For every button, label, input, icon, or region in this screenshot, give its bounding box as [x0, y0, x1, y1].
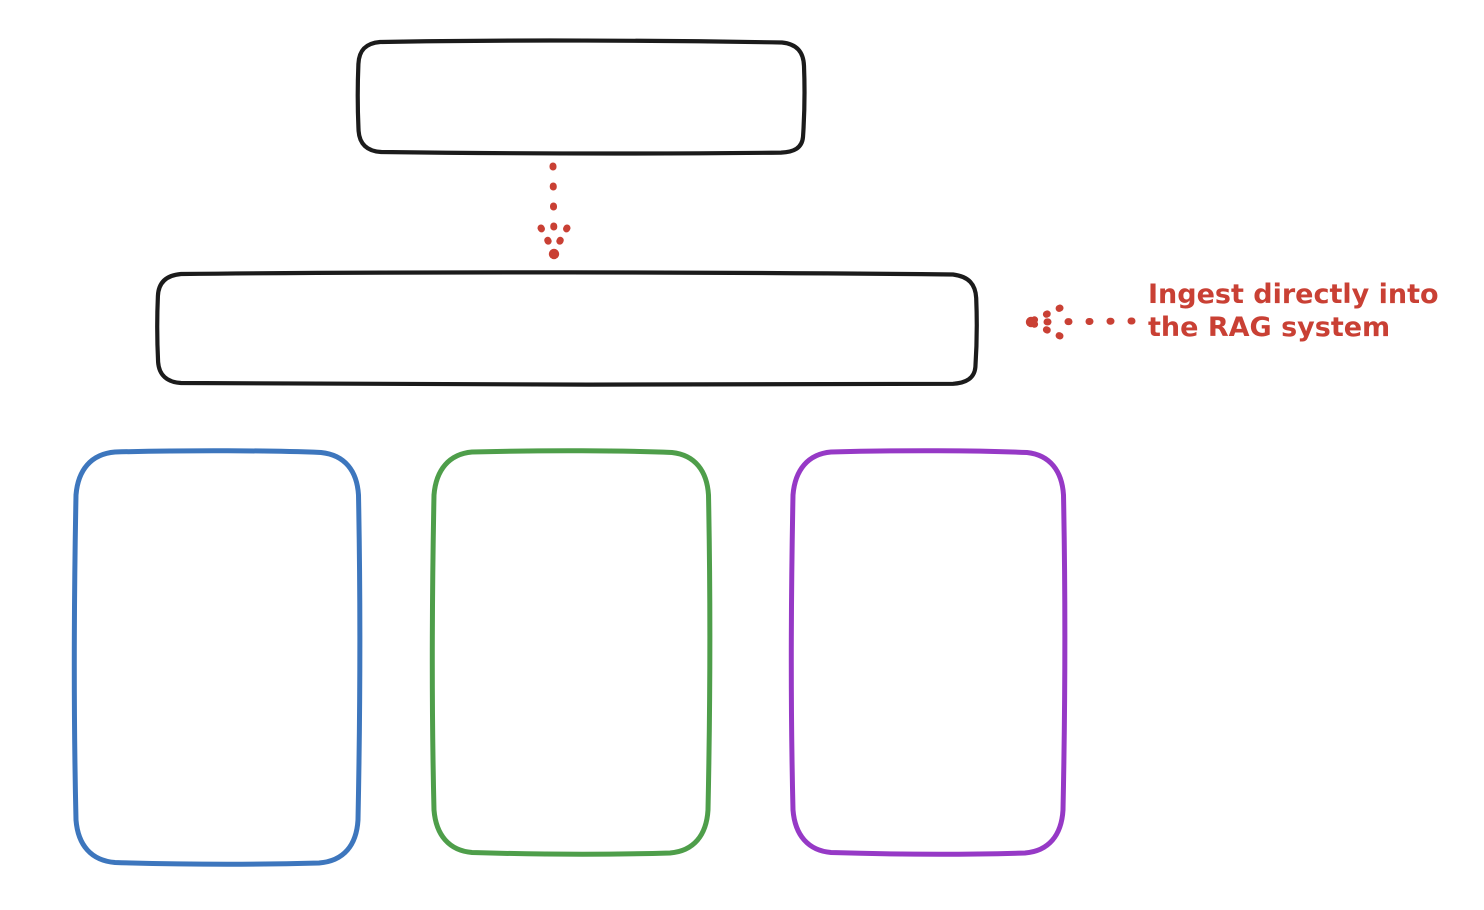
annotation-ingest: Ingest directly into the RAG system — [1148, 279, 1439, 343]
node-key-value-io-label: KeyValueIO (set_key, delete_key, get) Ke… — [456, 566, 683, 738]
node-rag-tool[interactable]: RAG Tool — [155, 270, 979, 387]
node-agent[interactable]: AGENT — [355, 38, 807, 156]
node-vector-io-label: VectorIO (insert_chunks, delete_chunks, … — [108, 554, 325, 761]
node-rag-tool-label: RAG Tool — [508, 312, 626, 343]
node-relational-io[interactable]: RelationalIO (insert_sql, query_sql) SQL… — [787, 448, 1068, 857]
edge-agent-to-rag-tool — [537, 162, 571, 260]
node-relational-io-label: RelationalIO (insert_sql, query_sql) SQL… — [839, 566, 1014, 738]
node-key-value-io[interactable]: KeyValueIO (set_key, delete_key, get) Ke… — [428, 448, 713, 857]
edge-ingest-to-rag-tool — [1025, 304, 1136, 340]
node-vector-io[interactable]: VectorIO (insert_chunks, delete_chunks, … — [71, 448, 363, 867]
node-agent-label: AGENT — [524, 80, 638, 112]
